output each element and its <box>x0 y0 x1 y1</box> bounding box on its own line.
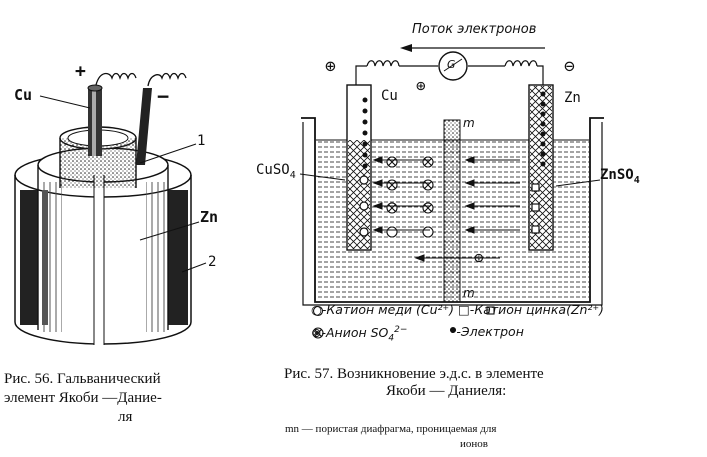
porous-diaphragm <box>443 119 461 303</box>
ion-arrows <box>372 156 520 262</box>
external-circuit <box>355 60 544 85</box>
electron-flow-label: Поток электронов <box>412 22 537 37</box>
legend-anion-text: ⊗-Анион SO <box>311 325 389 341</box>
legend-cations: ○-Катион меди (Cu²⁺) □-Катион цинка(Zn²⁺… <box>311 302 604 317</box>
zinc-lead <box>136 88 152 165</box>
electrons-zn <box>540 91 546 167</box>
minus-terminal: ⊖ <box>564 56 575 77</box>
label-cuso4: CuSO4 <box>256 163 296 181</box>
plus-terminal: ⊕ <box>325 56 336 77</box>
caption-fig57-line1: Рис. 57. Возникновение э.д.с. в элементе <box>284 366 544 382</box>
label-2: 2 <box>208 254 217 270</box>
leader-cu <box>39 95 91 109</box>
note-line2: ионов <box>460 438 488 450</box>
leader-2 <box>181 262 207 273</box>
galvanometer-label: G <box>447 58 456 71</box>
copper-rod <box>87 84 103 156</box>
legend-anion-sup: 2− <box>394 325 408 335</box>
legend-anion: ⊗-Анион SO42− <box>311 326 407 344</box>
label-cuso4-sub: 4 <box>289 169 296 181</box>
label-cu-fig56: Cu <box>14 86 33 104</box>
label-znso4-text: ZnSO <box>600 167 634 183</box>
legend-electron: •-Электрон <box>449 324 524 339</box>
zinc-electrode <box>528 84 554 251</box>
label-zn-fig56: Zn <box>200 208 219 226</box>
leader-zn <box>139 221 200 241</box>
label-zn-fig57: Zn <box>564 90 581 106</box>
label-cu-fig57: Cu <box>381 88 398 104</box>
label-znso4: ZnSO4 <box>600 168 640 186</box>
label-cuso4-text: CuSO <box>256 162 290 178</box>
galvanometer <box>438 51 468 81</box>
caption-fig57-line2: Якоби — Даниеля: <box>386 383 507 399</box>
zinc-cations <box>531 183 540 234</box>
copper-electrode <box>346 84 372 251</box>
label-znso4-sub: 4 <box>633 174 640 186</box>
porous-pot <box>59 126 137 188</box>
electrons-cu <box>362 97 368 169</box>
zinc-wire <box>147 72 187 87</box>
label-plus: + <box>75 61 86 82</box>
caption-fig56-line1: Рис. 56. Гальванический <box>4 371 161 387</box>
copper-cations <box>359 175 369 237</box>
label-1: 1 <box>197 133 206 149</box>
copper-wire <box>95 72 137 86</box>
legend-anion-sub: 4 <box>388 333 395 344</box>
caption-fig56-line2: элемент Якоби —Даниe- <box>4 390 162 406</box>
plus-ion-bottom: ⊕ <box>474 248 484 267</box>
label-m-top: m <box>463 116 475 130</box>
caption-fig56-line3: ля <box>118 409 133 425</box>
label-m-bottom: m <box>463 286 475 300</box>
note-line1: mn — пористая диафрагма, проницаемая для <box>285 423 497 435</box>
leader-1 <box>139 143 197 164</box>
label-minus: − <box>157 84 170 108</box>
positive-ion-marker: ⊕ <box>416 76 426 95</box>
legend-symbols <box>312 305 495 339</box>
